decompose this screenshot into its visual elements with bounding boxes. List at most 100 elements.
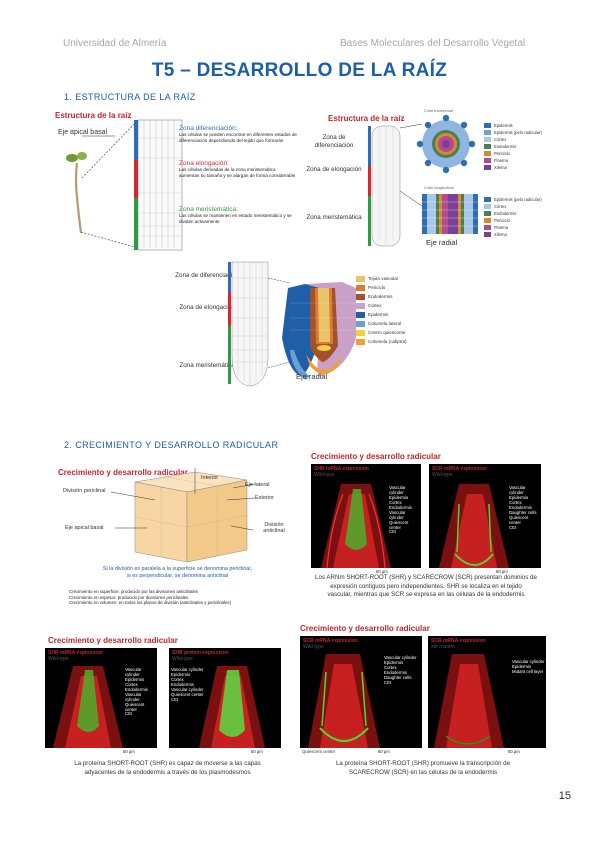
scale-bar: 50 μm <box>378 749 390 754</box>
cross-section-title: Corte transversal <box>424 109 453 113</box>
axis-radial-label: Eje radial <box>296 372 328 381</box>
legend-label: Periciclo <box>494 218 510 223</box>
legend-item: Floema <box>484 157 542 164</box>
legend-item: Centro quiescente <box>356 328 407 337</box>
legend-swatch <box>356 329 365 336</box>
caption-line: Si la división es paralela a la superfic… <box>102 566 253 572</box>
note-line: Crecimiento en volumen: en todos los pla… <box>69 600 232 605</box>
legend-swatch <box>356 320 365 327</box>
label-exterior: Exterior <box>255 495 274 501</box>
header-university: Universidad de Almería <box>63 38 167 49</box>
section-heading-structure: 1. ESTRUCTURA DE LA RAÍZ <box>64 92 196 102</box>
legend-item: Epidermis (pelo radicular) <box>484 196 542 203</box>
legend-item: Xilema <box>484 164 542 171</box>
root-diagram-svg <box>66 119 183 251</box>
label-interior: Interior <box>201 475 219 481</box>
caption-line: vascular, mientras que SCR se expresa en… <box>327 591 525 599</box>
legend-item: Endodermis <box>356 292 407 301</box>
zone-name: Zona elongación: <box>179 160 229 167</box>
zone-differentiation: Zona diferenciación: Las células se pued… <box>179 125 297 143</box>
zone-desc: Las células se pueden encontrar en difer… <box>179 132 297 143</box>
figure-caption: Los ARNm SHORT-ROOT (SHR) y SCARECROW (S… <box>306 574 546 600</box>
figure-root-tip: Zona de diferenciación Zona de elongació… <box>150 258 450 388</box>
legend-swatch <box>484 225 491 230</box>
legend-item: Epidermis (pelo radicular) <box>484 129 542 136</box>
quiescent-center-label: Quiescent center <box>302 749 336 754</box>
figure-cell-division: Crecimiento y desarrollo radicular Inter… <box>55 460 295 615</box>
legend-item: Córtex <box>356 301 407 310</box>
legend-label: Xilema <box>494 165 507 170</box>
zone-label-meristematic: Zona meristemática <box>179 362 235 369</box>
legend-item: Xilema <box>484 231 542 238</box>
scale-bar: 50 μm <box>123 749 135 754</box>
legend-label: Periciclo <box>368 285 386 290</box>
figure-root-sections: Estructura de la raíz Zona de diferencia… <box>306 106 546 256</box>
legend-swatch <box>484 218 491 223</box>
legend-label: Floema <box>494 158 508 163</box>
legend-swatch <box>484 197 491 202</box>
zone-name: Zona diferenciación: <box>179 125 238 132</box>
legend-swatch <box>484 137 491 142</box>
legend-item: Floema <box>484 224 542 231</box>
legend-swatch <box>484 158 491 163</box>
note-line: Crecimiento en espesor: producido por di… <box>69 594 189 600</box>
legend-item: Córtex <box>484 203 542 210</box>
figure-title: Crecimiento y desarrollo radicular <box>311 452 441 461</box>
zone-meristematic: Zona meristemática: Las células se manti… <box>179 206 297 224</box>
legend-item: Columela lateral <box>356 319 407 328</box>
legend-label: Córtex <box>368 303 382 308</box>
legend-swatch <box>484 151 491 156</box>
legend-item: Córtex <box>484 136 542 143</box>
figure-title: Estructura de la raíz <box>328 114 405 123</box>
root-tip-svg <box>228 261 356 387</box>
caption-line: La proteína SHORT-ROOT (SHR) es capaz de… <box>74 760 261 767</box>
zone-label-elongation: Zona de elongación <box>306 166 362 173</box>
legend-label: Endodermis <box>494 144 517 149</box>
zone-label-differentiation: Zona de diferenciación <box>314 134 354 149</box>
legend-label: Columela lateral <box>368 321 402 326</box>
legend-label: Epidermis <box>494 123 513 128</box>
legend-swatch <box>484 123 491 128</box>
zone-name: Zona meristemática: <box>179 206 238 213</box>
caption-line: La proteína SHORT-ROOT (SHR) promueve la… <box>335 760 511 767</box>
figure-title: Crecimiento y desarrollo radicular <box>300 624 430 633</box>
figure-scr-shr-mutant: Crecimiento y desarrollo radicular SCR m… <box>298 622 548 792</box>
label-anticlinal: División anticlinal <box>263 522 285 534</box>
long-section-title: Corte longitudinal <box>424 186 454 190</box>
scale-bar: 50 μm <box>508 749 520 754</box>
legend-label: Córtex <box>494 137 507 142</box>
zone-label-elongation: Zona de elongación <box>179 304 235 311</box>
figure-title: Crecimiento y desarrollo radicular <box>48 636 178 645</box>
scale-bar: 50 μm <box>251 749 263 754</box>
growth-notes: Crecimiento en superficie: producido por… <box>69 589 294 606</box>
legend-label: Tejido vascular <box>368 276 399 281</box>
header-course: Bases Moleculares del Desarrollo Vegetal <box>340 38 526 49</box>
figure-shr-protein: Crecimiento y desarrollo radicular SHR m… <box>45 632 290 792</box>
legend-item: Endodermis <box>484 210 542 217</box>
legend-swatch <box>484 130 491 135</box>
legend-item: Periciclo <box>484 217 542 224</box>
legend-label: Córtex <box>494 204 507 209</box>
scale-bar: 50 μm <box>376 569 388 574</box>
axis-label: Eje apical basal <box>58 129 108 136</box>
figure-title: Crecimiento y desarrollo radicular <box>58 468 188 477</box>
zone-desc: Las células derivadas de la zona meriste… <box>179 167 296 178</box>
legend-label: Epidermis (pelo radicular) <box>494 130 542 135</box>
legend-swatch <box>484 232 491 237</box>
root-sections-svg <box>368 114 478 247</box>
axis-radial-label: Eje radial <box>426 238 458 247</box>
